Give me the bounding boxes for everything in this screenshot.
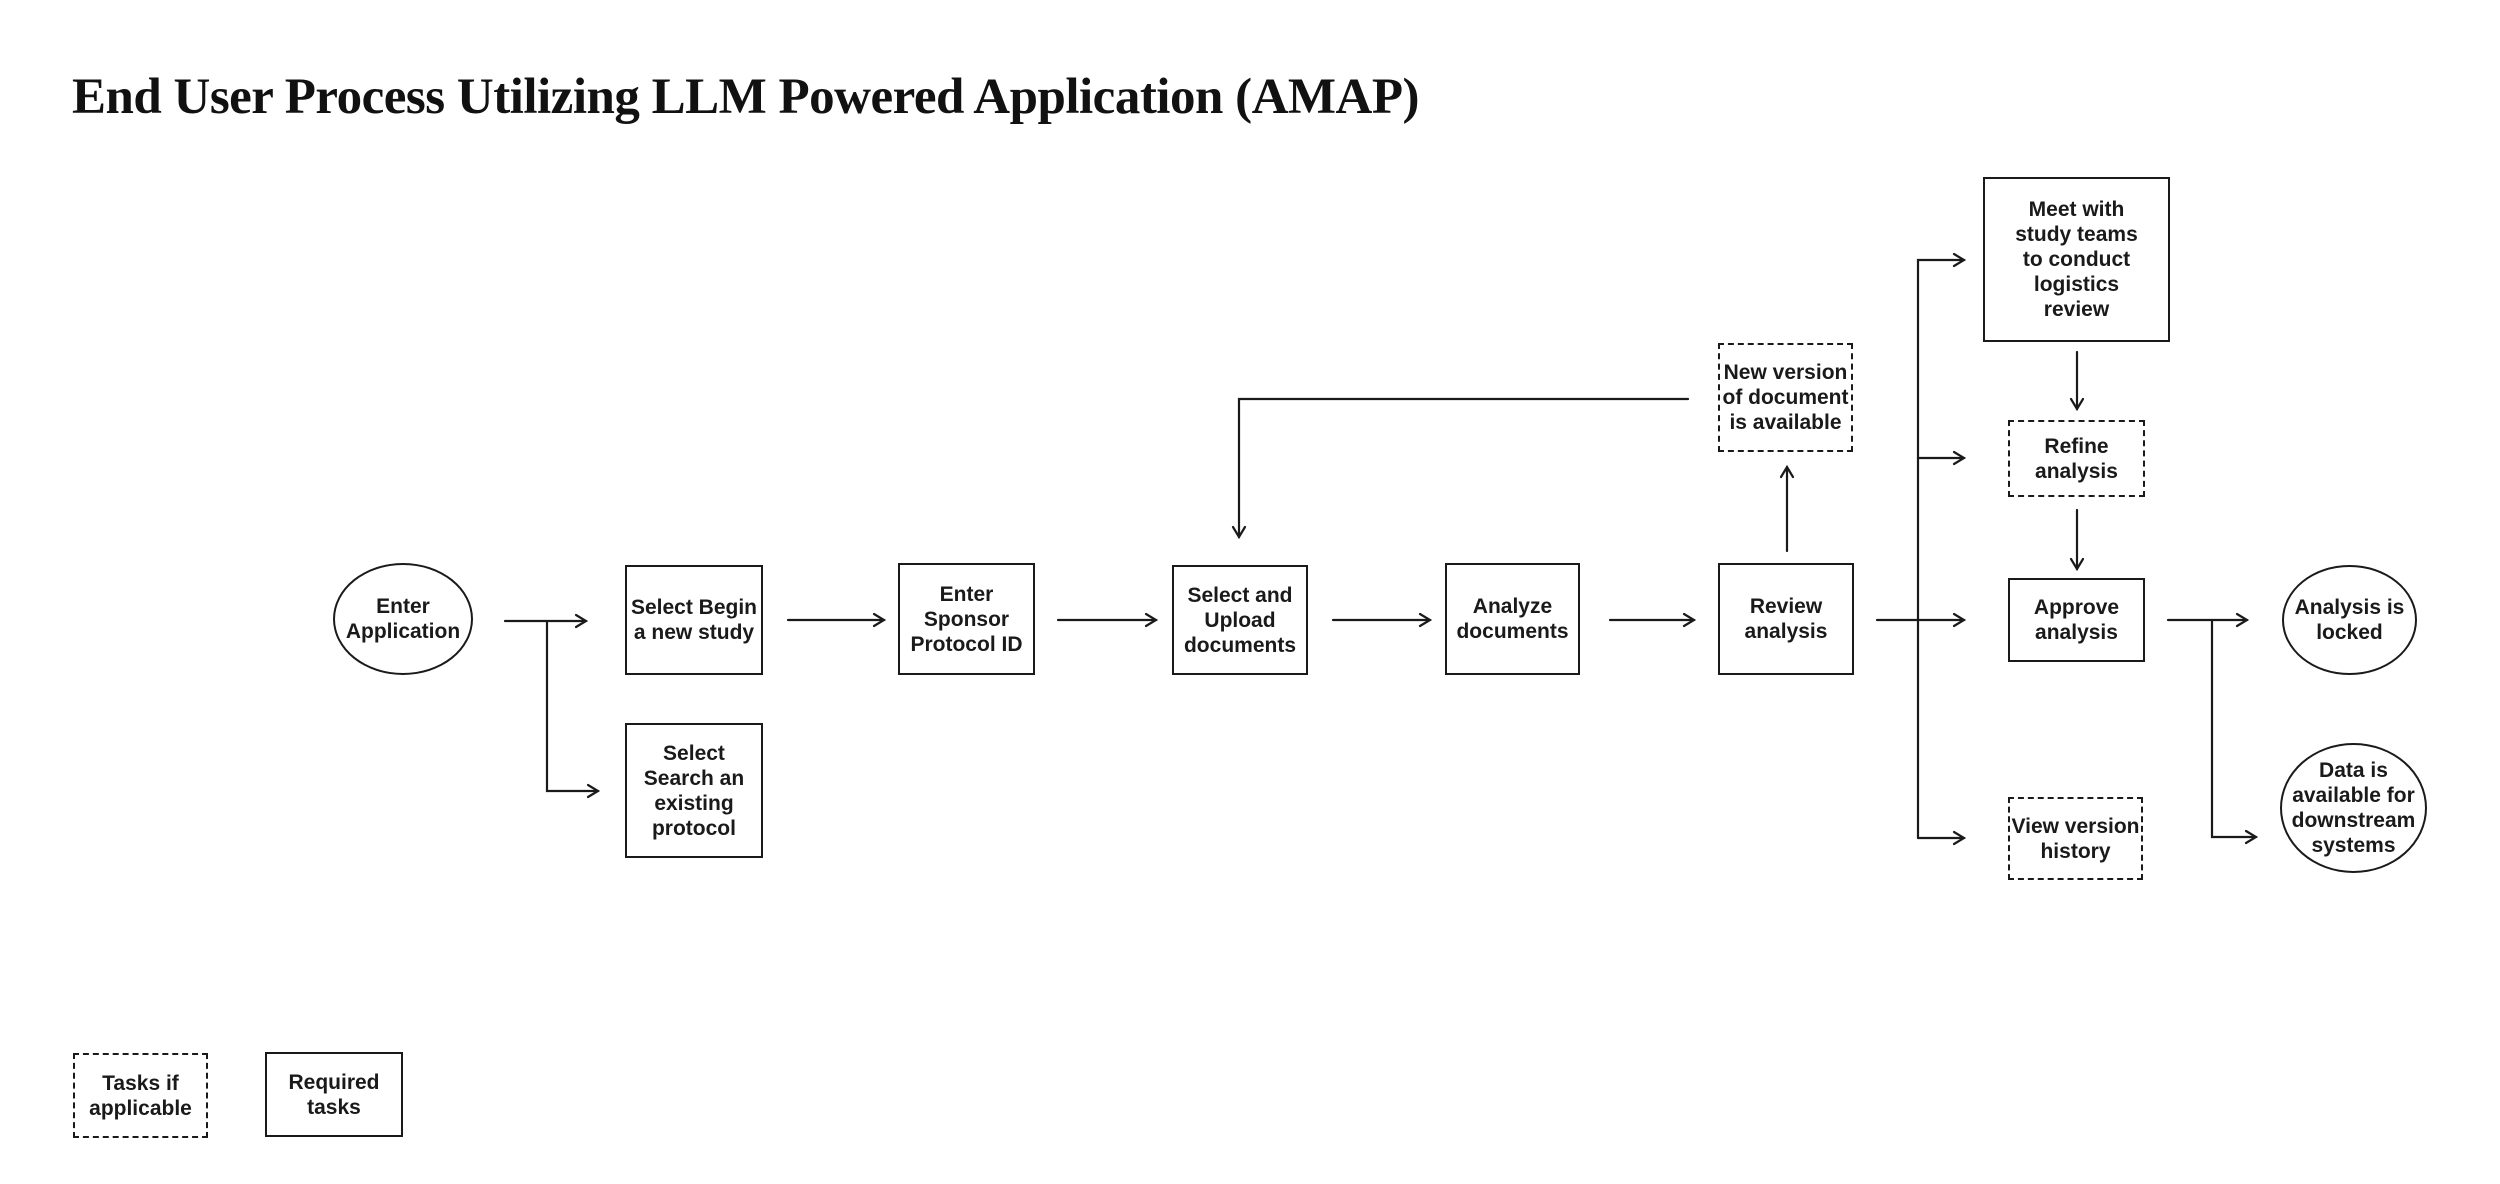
legend-required-tasks: Required tasks <box>265 1052 403 1137</box>
node-view-version-history: View version history <box>2008 797 2143 880</box>
node-select-search-existing-protocol: Select Search an existing protocol <box>625 723 763 858</box>
edge-newversion-to-upload <box>1231 397 1690 540</box>
node-new-version-available: New version of document is available <box>1718 343 1853 452</box>
node-analysis-is-locked: Analysis is locked <box>2282 565 2417 675</box>
node-enter-sponsor-protocol-id: Enter Sponsor Protocol ID <box>898 563 1035 675</box>
node-data-available-downstream: Data is available for downstream systems <box>2280 743 2427 873</box>
edge-approve-to-data <box>2210 618 2259 845</box>
node-select-upload-documents: Select and Upload documents <box>1172 565 1308 675</box>
node-enter-application: Enter Application <box>333 563 473 675</box>
diagram-title: End User Process Utilizing LLM Powered A… <box>72 69 1420 125</box>
node-meet-study-teams: Meet with study teams to conduct logisti… <box>1983 177 2170 342</box>
node-analyze-documents: Analyze documents <box>1445 563 1580 675</box>
node-refine-analysis: Refine analysis <box>2008 420 2145 497</box>
node-review-analysis: Review analysis <box>1718 563 1854 675</box>
legend-tasks-if-applicable: Tasks if applicable <box>73 1053 208 1138</box>
edge-enter-to-search <box>545 619 601 799</box>
node-select-begin-new-study: Select Begin a new study <box>625 565 763 675</box>
edge-spine-to-meet <box>1916 252 1967 840</box>
node-approve-analysis: Approve analysis <box>2008 578 2145 662</box>
